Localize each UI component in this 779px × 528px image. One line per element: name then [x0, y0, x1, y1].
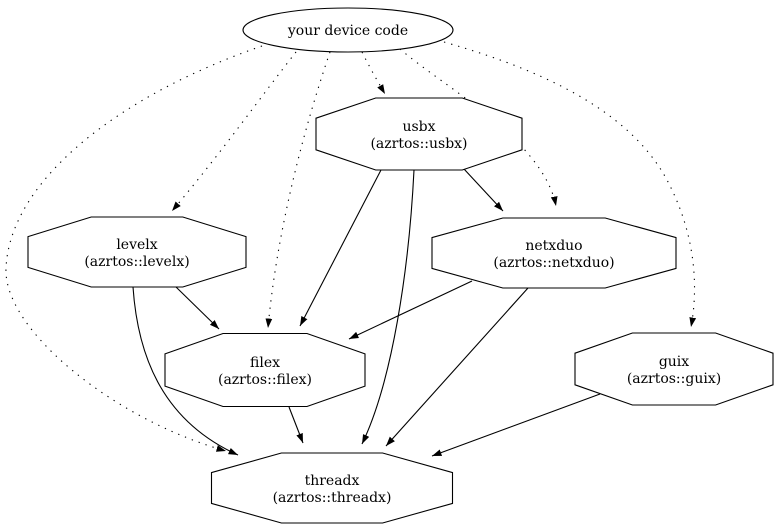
node-device: your device code: [242, 7, 454, 53]
node-guix-shape: [574, 332, 774, 406]
edge-levelx-filex: [175, 286, 220, 330]
edge-usbx-netxduo: [463, 168, 504, 212]
nodes-layer: your device codeusbx(azrtos::usbx)levelx…: [27, 7, 774, 524]
node-usbx-label-line1: usbx: [402, 119, 435, 135]
node-usbx-label-line2: (azrtos::usbx): [370, 136, 467, 152]
node-levelx: levelx(azrtos::levelx): [27, 216, 247, 288]
edge-device-levelx: [171, 51, 297, 212]
edge-usbx-threadx: [361, 169, 415, 445]
edge-guix-threadx: [431, 393, 601, 457]
node-device-shape: [242, 7, 454, 53]
node-guix: guix(azrtos::guix): [574, 332, 774, 406]
edge-usbx-filex: [299, 169, 382, 327]
node-filex-shape: [164, 332, 366, 408]
node-usbx: usbx(azrtos::usbx): [315, 97, 523, 171]
node-netxduo-label-line1: netxduo: [525, 238, 582, 254]
node-filex-label-line2: (azrtos::filex): [218, 372, 312, 388]
edge-device-filex: [265, 51, 331, 329]
node-netxduo-label-line2: (azrtos::netxduo): [493, 255, 614, 271]
edge-filex-threadx: [288, 406, 304, 444]
node-netxduo-shape: [431, 217, 677, 289]
node-filex-label-line1: filex: [250, 355, 280, 371]
node-levelx-label-line1: levelx: [116, 237, 157, 253]
edge-netxduo-filex: [348, 280, 473, 340]
node-filex: filex(azrtos::filex): [164, 332, 366, 408]
node-threadx-label-line2: (azrtos::threadx): [273, 490, 392, 506]
node-threadx-shape: [210, 452, 454, 524]
node-device-label-line1: your device code: [287, 23, 408, 39]
node-guix-label-line2: (azrtos::guix): [627, 371, 721, 387]
edge-netxduo-threadx: [385, 287, 529, 447]
edge-levelx-threadx: [132, 286, 239, 456]
node-levelx-label-line2: (azrtos::levelx): [84, 254, 189, 270]
node-netxduo: netxduo(azrtos::netxduo): [431, 217, 677, 289]
node-threadx-label-line1: threadx: [305, 473, 360, 489]
node-guix-label-line1: guix: [659, 354, 689, 370]
node-levelx-shape: [27, 216, 247, 288]
node-threadx: threadx(azrtos::threadx): [210, 452, 454, 524]
edge-device-usbx: [361, 51, 386, 95]
node-usbx-shape: [315, 97, 523, 171]
edges-layer: [5, 41, 697, 457]
